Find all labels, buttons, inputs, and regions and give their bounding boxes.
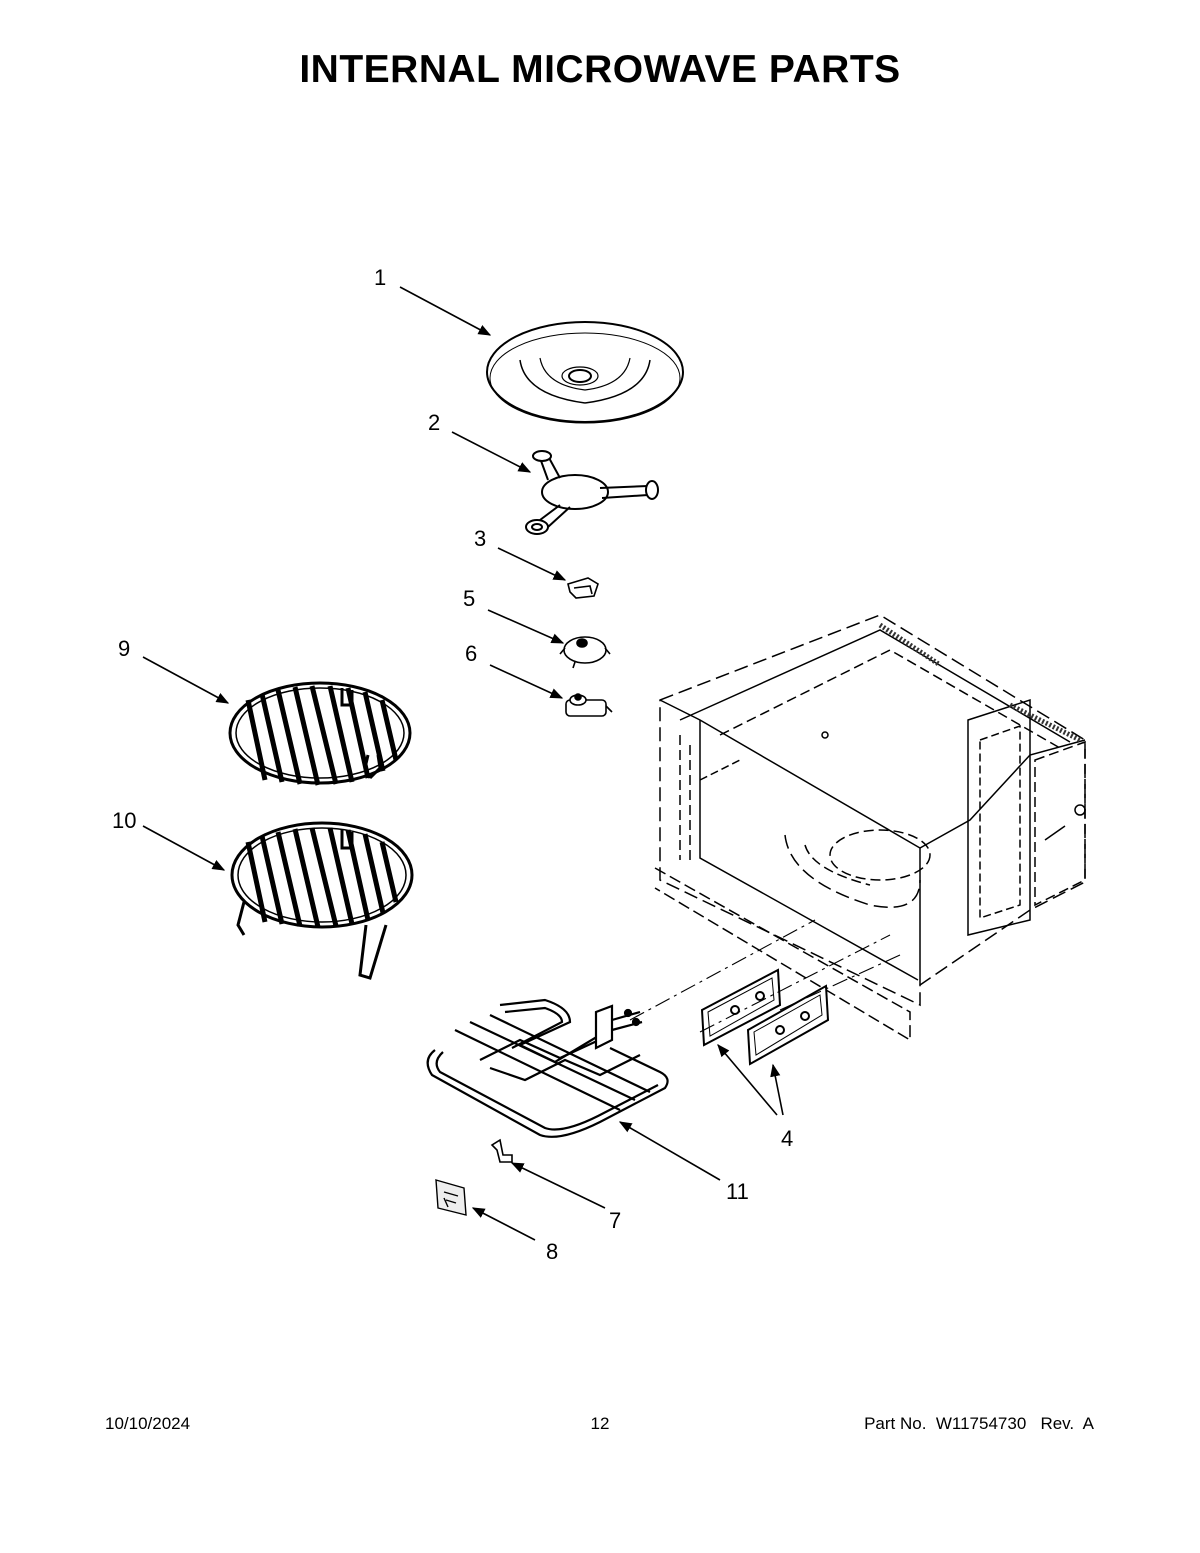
callout-7: 7: [609, 1208, 621, 1233]
waveguide-cover-a[interactable]: [700, 968, 782, 1047]
leader-arrows: [142, 286, 784, 1241]
callout-8: 8: [546, 1239, 558, 1264]
small-rack[interactable]: [228, 681, 412, 786]
callout-3: 3: [474, 526, 486, 551]
page-title: INTERNAL MICROWAVE PARTS: [299, 48, 901, 91]
callout-6: 6: [465, 641, 477, 666]
motor-switch[interactable]: [565, 693, 613, 717]
assembly-guide-lines: [629, 919, 901, 1033]
callout-1: 1: [374, 265, 386, 290]
callout-10: 10: [112, 808, 136, 833]
label-plate[interactable]: [435, 1179, 467, 1216]
footer-page-number: 12: [590, 1414, 610, 1433]
bracket-clip[interactable]: [490, 1138, 513, 1163]
turntable-motor[interactable]: [559, 636, 611, 669]
heating-element[interactable]: [426, 998, 669, 1138]
callout-4: 4: [781, 1126, 793, 1151]
roller-support[interactable]: [525, 450, 659, 535]
callout-2: 2: [428, 410, 440, 435]
oven-cavity: [654, 614, 1086, 1042]
large-rack[interactable]: [230, 821, 414, 980]
turntable-tray[interactable]: [486, 321, 684, 424]
footer-part-number: Part No. W11754730 Rev. A: [864, 1414, 1094, 1433]
callout-11: 11: [726, 1179, 749, 1204]
callout-labels: 1 2 3 4 5 6 7 8 9 10 11: [112, 265, 793, 1264]
callout-9: 9: [118, 636, 130, 661]
coupler[interactable]: [567, 577, 599, 599]
callout-5: 5: [463, 586, 475, 611]
footer-date: 10/10/2024: [105, 1414, 191, 1433]
